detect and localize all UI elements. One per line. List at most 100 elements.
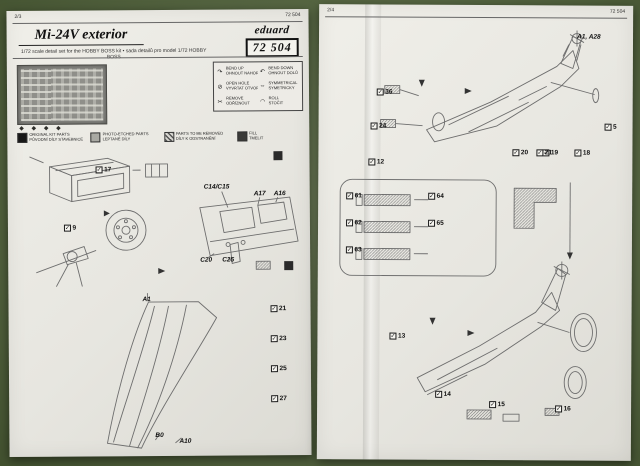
check-icon: ✓: [428, 219, 436, 227]
part-label: C20: [200, 256, 213, 264]
bend-up-icon: ↷: [217, 69, 223, 76]
check-icon: ✓: [435, 390, 443, 398]
left-page-header: 2/3 72 504: [14, 12, 300, 20]
part-callout: ✓13: [389, 332, 406, 340]
page-title: Mi-24V exterior: [18, 27, 144, 46]
set-number-small: 72 504: [609, 8, 626, 15]
part-label: C25: [222, 256, 235, 264]
check-icon: ✓: [376, 88, 384, 96]
part-callout: ✓9: [63, 224, 77, 232]
part-callout: ✓65: [428, 219, 444, 227]
page-number: 2/4: [327, 7, 335, 14]
roll-icon: ◠: [259, 98, 266, 105]
check-icon: ✓: [370, 122, 378, 130]
check-icon: ✓: [63, 224, 71, 232]
part-callout: ✓23: [270, 335, 287, 343]
symmetry-icon: ⇔: [259, 83, 266, 90]
legend-label-cz: LEPTANÉ DÍLY: [102, 135, 131, 142]
part-label: A17: [253, 190, 266, 198]
part-label: A16: [273, 190, 286, 198]
part-label: A10: [179, 437, 192, 445]
legend-label-cz: TMELIT: [249, 135, 264, 141]
assembly-diagrams-right: [339, 30, 600, 422]
eduard-logo: eduard: [254, 24, 291, 37]
part-callout: ✓14: [435, 390, 451, 398]
set-number-small: 72 504: [285, 12, 301, 19]
check-icon: ✓: [346, 192, 354, 200]
part-callout: ✓5: [604, 123, 617, 131]
check-icon: ✓: [512, 149, 520, 157]
legend-chip-remove: [163, 131, 174, 142]
photoetch-fret-photo: [16, 64, 108, 125]
part-callout: ✓63: [345, 246, 362, 254]
page-number: 2/3: [14, 13, 22, 21]
part-label: A1, A28: [577, 33, 601, 41]
scissors-icon: ✂: [217, 99, 223, 106]
check-icon: ✓: [555, 405, 563, 413]
legend-chip-fill: [237, 131, 248, 142]
header-divider: [325, 16, 628, 19]
part-callout: ✓24: [370, 122, 387, 130]
legend-chip-photoetch: [90, 132, 101, 143]
fret-parts-grid: [20, 68, 104, 121]
check-icon: ✓: [346, 219, 354, 227]
check-icon: ✓: [574, 149, 582, 157]
part-callout: ✓36: [376, 88, 393, 96]
symbol-label-cz: STOČIT: [268, 100, 284, 106]
part-callout: ✓62: [346, 219, 362, 227]
part-callout: ✓61: [346, 192, 362, 200]
bend-down-icon: ↶: [259, 68, 265, 75]
part-callout: ✓16: [555, 405, 571, 413]
part-label: C14/C15: [203, 183, 230, 191]
part-callout: ✓21: [536, 149, 553, 157]
open-hole-icon: ⊘: [217, 84, 223, 91]
part-label: A1: [142, 296, 151, 304]
brand-group: eduard 72 504: [245, 24, 299, 59]
part-label: B0: [155, 431, 164, 440]
part-callout: ✓20: [512, 149, 529, 157]
assembly-diagrams-left: [29, 151, 299, 449]
check-icon: ✓: [389, 332, 397, 340]
symbol-label-cz: SYMETRICKY: [268, 85, 295, 91]
legend-chip-original: [17, 132, 28, 143]
subtitle: 1/72 scale detail set for the HOBBY BOSS…: [21, 47, 207, 61]
check-icon: ✓: [270, 305, 278, 313]
part-callout: ✓15: [489, 401, 505, 409]
symbol-label-cz: VYVRTAT OTVOR: [225, 85, 258, 91]
legend-label-cz: DÍLY K ODSTRANĚNÍ: [175, 135, 216, 141]
right-page: 2/4 72 504: [316, 4, 634, 461]
symbol-label-cz: OHNOUT DOLŮ: [268, 70, 298, 76]
part-callout: ✓64: [428, 192, 444, 200]
legend-label-cz: PŮVODNÍ DÍLY STAVEBNICE: [29, 136, 84, 142]
symbol-label-cz: OHNOUT NAHORU: [225, 70, 258, 76]
check-icon: ✓: [95, 166, 103, 174]
check-icon: ✓: [345, 246, 353, 254]
part-callout: ✓12: [368, 158, 385, 166]
part-callout: ✓27: [271, 395, 287, 403]
title-group: Mi-24V exterior 1/72 scale detail set fo…: [18, 25, 209, 61]
left-page: 2/3 72 504 Mi-24V exterior 1/72 scale de…: [6, 8, 312, 458]
check-icon: ✓: [489, 401, 497, 409]
check-icon: ✓: [270, 335, 278, 343]
right-page-header: 2/4 72 504: [327, 7, 625, 15]
check-icon: ✓: [604, 123, 612, 131]
check-icon: ✓: [536, 149, 544, 157]
part-callout: ✓25: [270, 365, 287, 373]
check-icon: ✓: [270, 365, 278, 373]
part-callout: ✓18: [574, 149, 591, 157]
symbol-label-cz: ODŘÍZNOUT: [226, 100, 250, 106]
set-number-box: 72 504: [245, 38, 299, 58]
part-callout: ✓17: [95, 166, 112, 174]
